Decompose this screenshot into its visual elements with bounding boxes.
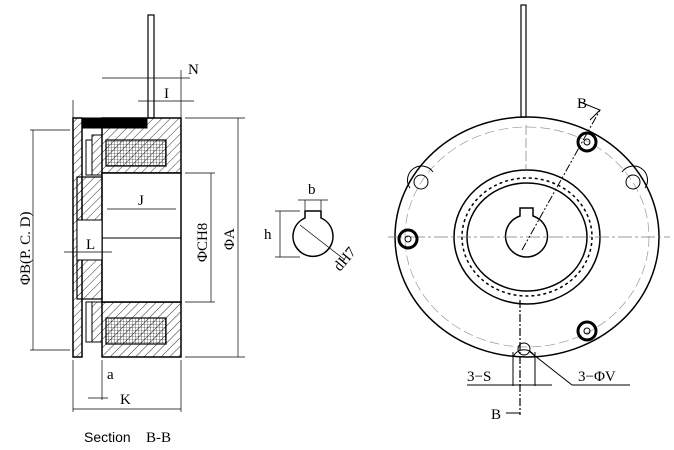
section-mark-top: B	[577, 96, 587, 112]
dim-s-label: 3−S	[467, 369, 491, 385]
key-b-label: b	[308, 182, 316, 198]
section-id: B-B	[146, 430, 171, 446]
dim-i-label: I	[164, 86, 169, 102]
dim-a-dia-label: ΦA	[222, 228, 238, 250]
dim-a-label: a	[107, 367, 114, 383]
key-d-label: dH7	[331, 244, 360, 274]
dim-l-label: L	[86, 237, 95, 253]
key-detail	[275, 199, 346, 261]
dim-b-label: ΦB(P. C. D)	[18, 212, 34, 285]
section-view	[30, 14, 245, 412]
dim-k-label: K	[120, 392, 131, 408]
key-h-label: h	[264, 227, 272, 243]
dim-j-label: J	[138, 193, 144, 209]
dim-c-label: ΦCH8	[195, 223, 211, 262]
front-view	[388, 4, 670, 415]
section-mark-bottom: B	[491, 407, 501, 423]
section-caption: Section	[84, 429, 131, 445]
dim-n-label: N	[188, 62, 199, 78]
dim-v-label: 3−ΦV	[578, 369, 616, 385]
